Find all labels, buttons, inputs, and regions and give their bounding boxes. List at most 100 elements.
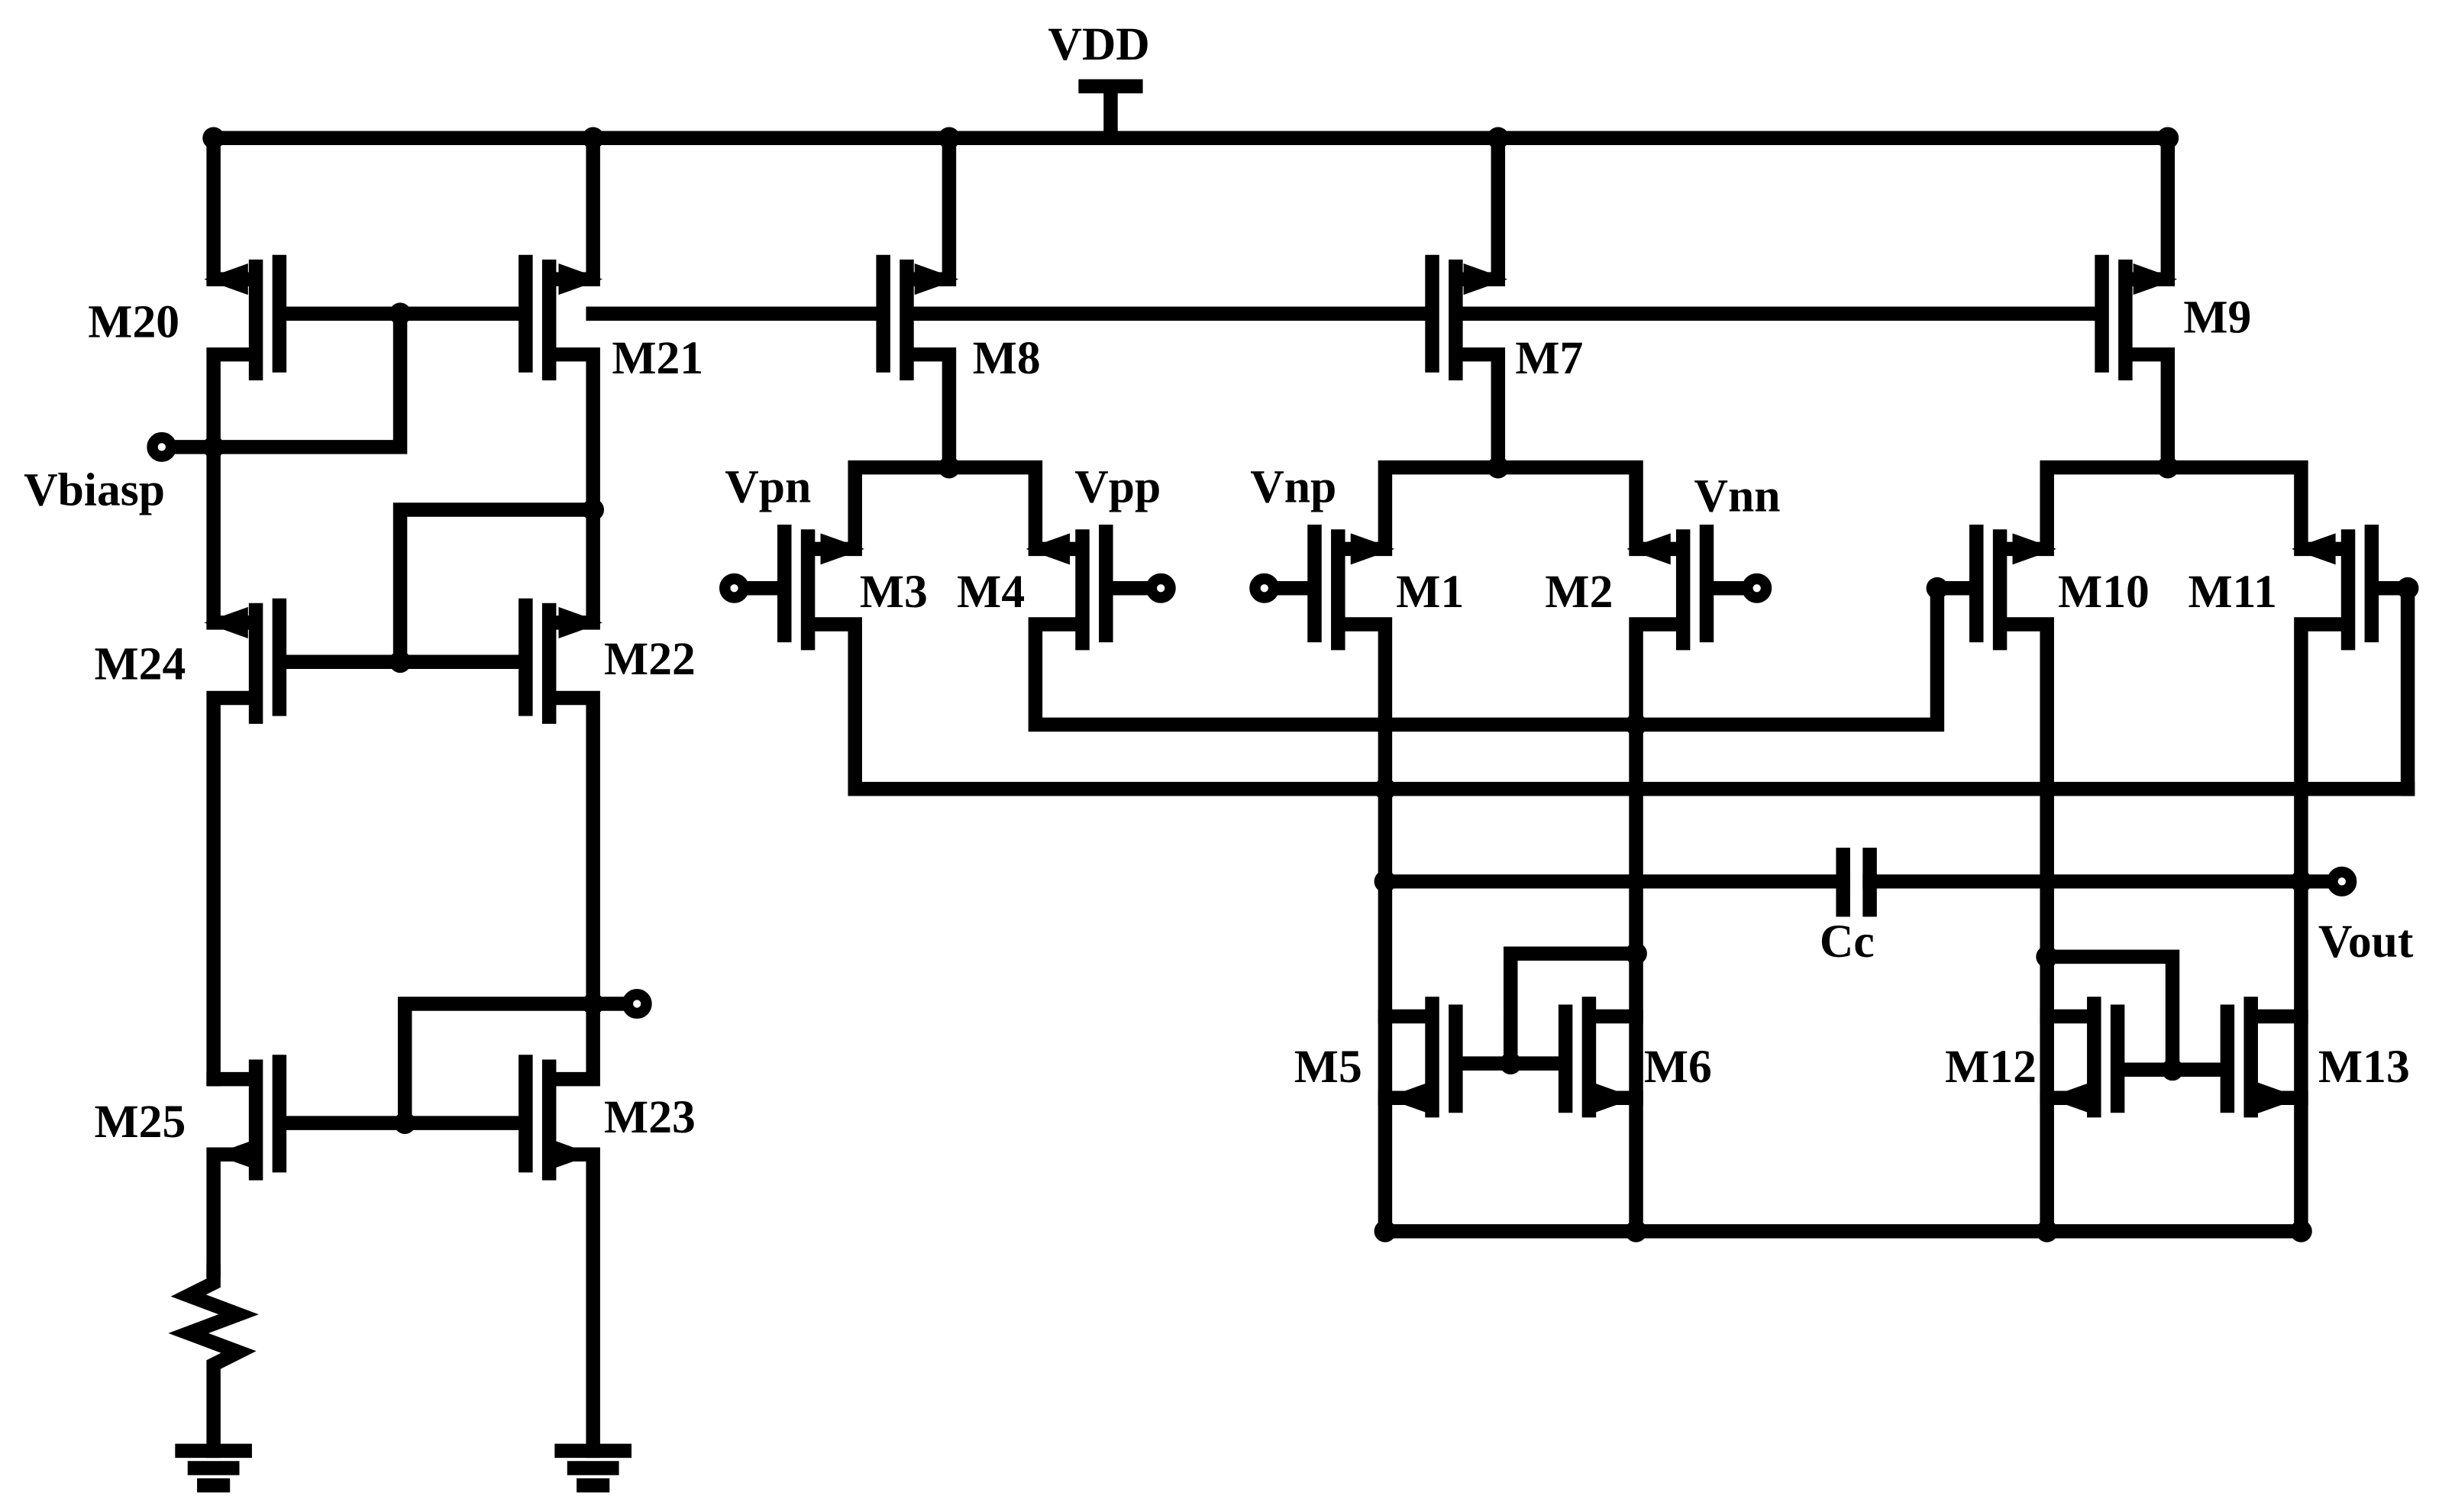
vbiasp-label: Vbiasp: [24, 464, 165, 515]
m6-arrow: [1592, 1082, 1636, 1114]
junction-dot: [2156, 456, 2179, 479]
m25-arrow: [213, 1139, 258, 1171]
m21-wires: [392, 131, 600, 517]
m11-arrow: [2292, 533, 2336, 565]
vout-terminal[interactable]: [2327, 866, 2357, 897]
m23-arrow: [549, 1139, 593, 1171]
m3-m4-wires: [730, 460, 2415, 796]
junctions: [202, 127, 2419, 1242]
vpp-label: Vpp: [1074, 460, 1161, 512]
resistor: [168, 1263, 259, 1459]
junction-dot: [2290, 1220, 2312, 1242]
junction-dot: [2036, 945, 2059, 968]
vnp-terminal[interactable]: [1249, 573, 1280, 603]
m1-m2-wires: [1260, 460, 1761, 1239]
vpp-terminal[interactable]: [1145, 573, 1176, 603]
junction-dot: [202, 435, 225, 458]
m2-arrow: [1626, 533, 1671, 565]
m20-label: M20: [88, 296, 179, 348]
junction-dot: [582, 127, 605, 150]
junction-dot: [938, 456, 961, 479]
vnn-label: Vnn: [1694, 470, 1781, 522]
m8-wires: [876, 131, 957, 475]
junction-dot: [938, 127, 961, 150]
m25-label: M25: [95, 1096, 186, 1148]
m4-label: M4: [957, 566, 1025, 618]
vdd-stem: [1078, 79, 1143, 145]
junction-dot: [2161, 1058, 2184, 1081]
m12-label: M12: [1945, 1041, 2037, 1093]
m23-gate-terminal[interactable]: [622, 989, 652, 1019]
cc-plates: [1836, 848, 1877, 917]
junction-dot: [1374, 1220, 1397, 1242]
m3-arrow: [820, 533, 865, 565]
m7-arrow: [1463, 263, 1508, 296]
m22-label: M22: [604, 633, 696, 685]
ground-left: [175, 1443, 252, 1493]
junction-dot: [1374, 870, 1397, 893]
m3-label: M3: [860, 566, 928, 618]
m24-wires: [159, 440, 525, 1087]
m13-label: M13: [2318, 1041, 2410, 1093]
m22-wires: [392, 502, 600, 1011]
m20-arrow: [204, 263, 248, 296]
m23-wires: [397, 997, 635, 1459]
vpn-terminal[interactable]: [719, 573, 750, 603]
m21-arrow: [558, 263, 603, 296]
m11-label: M11: [2189, 566, 2277, 618]
junction-dot: [1374, 777, 1397, 800]
m7-label: M7: [1515, 332, 1583, 384]
m2-label: M2: [1545, 566, 1613, 618]
m1-label: M1: [1396, 566, 1464, 618]
junction-dot: [1625, 1220, 1647, 1242]
wires: [159, 79, 2415, 1493]
junction-dot: [202, 127, 225, 150]
junction-dot: [1625, 713, 1647, 736]
m9-wires: [2095, 131, 2176, 475]
vpn-label: Vpn: [725, 460, 811, 512]
vdd-label: VDD: [1048, 18, 1149, 70]
junction-dot: [389, 651, 412, 674]
junction-dot: [393, 1112, 416, 1134]
m5-label: M5: [1294, 1041, 1362, 1093]
junction-dot: [2396, 577, 2419, 599]
arrows: [204, 263, 2336, 1171]
vnn-terminal[interactable]: [1742, 573, 1772, 603]
m10-label: M10: [2058, 566, 2150, 618]
vout-label: Vout: [2318, 916, 2414, 968]
junction-dot: [2156, 127, 2179, 150]
m23-label: M23: [604, 1091, 696, 1143]
junction-dot: [1625, 942, 1647, 965]
m12-arrow: [2046, 1082, 2092, 1114]
vnp-label: Vnp: [1250, 460, 1336, 512]
m4-arrow: [1026, 533, 1071, 565]
terminals: [147, 431, 2357, 1019]
m1-arrow: [1350, 533, 1395, 565]
ground-right: [554, 1443, 632, 1493]
m6-label: M6: [1644, 1041, 1712, 1093]
junction-dot: [1487, 456, 1510, 479]
m25-wires: [206, 1055, 525, 1278]
junction-dot: [2290, 870, 2312, 893]
junction-dot: [582, 993, 605, 1015]
junction-dot: [582, 499, 605, 521]
m13-arrow: [2256, 1082, 2302, 1114]
m9-label: M9: [2183, 291, 2251, 343]
m21-label: M21: [612, 332, 703, 384]
junction-dot: [1926, 577, 1949, 599]
junction-dot: [389, 302, 412, 325]
m24-arrow: [204, 606, 248, 638]
m7-wires: [1425, 131, 1506, 475]
labels: VDD Vbiasp M20 M21 M8 M7 M9 Vpn Vpp Vnp …: [24, 18, 2414, 1148]
m5-arrow: [1384, 1082, 1429, 1114]
cc-label: Cc: [1820, 916, 1875, 968]
vbiasp-terminal[interactable]: [147, 431, 177, 462]
junction-dot: [1487, 127, 1510, 150]
m10-arrow: [2012, 533, 2057, 565]
m8-label: M8: [973, 332, 1041, 384]
m9-arrow: [2133, 263, 2178, 296]
m8-arrow: [914, 263, 959, 296]
junction-dot: [1499, 1052, 1522, 1074]
m22-arrow: [558, 606, 603, 638]
